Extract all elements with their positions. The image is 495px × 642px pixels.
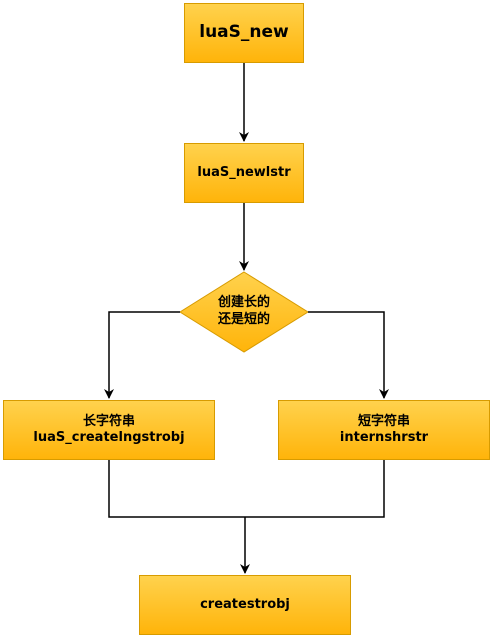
- node-luas-newlstr-label: luaS_newlstr: [197, 164, 291, 180]
- node-createstrobj: createstrobj: [139, 575, 351, 635]
- node-createstrobj-label: createstrobj: [200, 596, 290, 612]
- node-long-string: 长字符串 luaS_createlngstrobj: [3, 400, 215, 460]
- node-luas-new: luaS_new: [184, 3, 304, 63]
- node-long-string-title: 长字符串: [82, 413, 135, 429]
- edge-long-to-merge: [108, 460, 245, 518]
- decision-label: 创建长的 还是短的: [180, 272, 308, 352]
- node-short-string-func: internshrstr: [339, 430, 429, 445]
- edge-short-to-merge: [245, 460, 385, 518]
- node-short-string: 短字符串 internshrstr: [278, 400, 490, 460]
- edge-decision-to-short: [308, 311, 389, 399]
- node-long-string-func: luaS_createlngstrobj: [33, 430, 185, 445]
- node-luas-newlstr: luaS_newlstr: [184, 143, 304, 203]
- edge-decision-to-long: [104, 311, 180, 399]
- decision-label-line2: 还是短的: [217, 312, 270, 327]
- decision-label-line1: 创建长的: [217, 295, 270, 311]
- node-short-string-title: 短字符串: [357, 413, 410, 429]
- node-luas-new-label: luaS_new: [199, 22, 289, 43]
- decision-diamond: [179, 271, 309, 353]
